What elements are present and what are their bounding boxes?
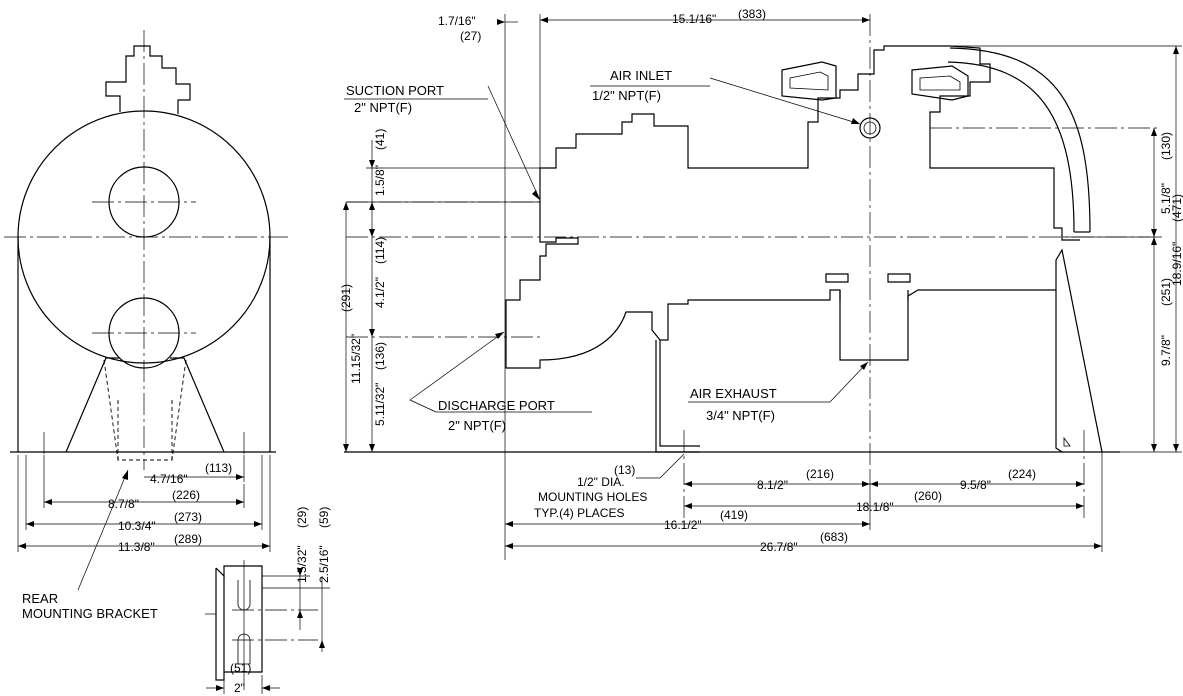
dim-114: (114) xyxy=(373,237,387,264)
dim-260: (260) xyxy=(914,489,942,503)
side-left-leg xyxy=(655,340,700,453)
dim-1-7-16: 1.7/16" xyxy=(438,14,476,28)
rear-hidden-bracket xyxy=(103,359,187,461)
rear-leg-inner-left xyxy=(65,357,120,453)
mounting-holes-diameter: 1/2" DIA. xyxy=(577,475,625,489)
rear-leg-inner-right xyxy=(170,357,225,453)
dim-8-7-8: 8.7/8" xyxy=(108,497,139,511)
dim-291: (291) xyxy=(339,284,353,312)
bracket-label-line1: REAR xyxy=(22,591,58,606)
dim-1-5-32: 1.5/32" xyxy=(295,545,309,583)
dim-29: (29) xyxy=(295,507,309,528)
air-exhaust-size: 3/4" NPT(F) xyxy=(706,408,775,423)
side-body-outline xyxy=(539,45,1080,241)
dim-4-7-16: 4.7/16" xyxy=(150,472,188,486)
dim-15-1-16: 15.1/16" xyxy=(672,12,716,26)
dim-273: (273) xyxy=(174,510,202,524)
dim-11-15-32: 11.15/32" xyxy=(349,334,363,384)
dim-2: 2" xyxy=(234,681,245,695)
dim-471: (471) xyxy=(1170,194,1183,222)
dim-113: (113) xyxy=(205,461,232,475)
dim-226: (226) xyxy=(172,488,200,502)
suction-port-size: 2" NPT(F) xyxy=(354,100,412,115)
side-left-fitting xyxy=(781,61,837,101)
dim-4-1-2: 4.1/2" xyxy=(373,277,387,308)
dim-251: (251) xyxy=(1159,278,1173,306)
air-inlet-title: AIR INLET xyxy=(610,68,672,83)
dim-5-11-32: 5.11/32" xyxy=(373,383,387,426)
discharge-port-title: DISCHARGE PORT xyxy=(438,398,555,413)
dim-383: (383) xyxy=(738,7,766,21)
mounting-holes-count: TYP.(4) PLACES xyxy=(534,506,624,520)
side-elbow-inner xyxy=(947,61,1075,233)
dim-224: (224) xyxy=(1008,467,1036,481)
mounting-bracket-detail: REAR MOUNTING BRACKET 1.5/32" (29) 2.5/1… xyxy=(22,507,331,695)
dim-683: (683) xyxy=(820,530,848,544)
air-exhaust-title: AIR EXHAUST xyxy=(690,386,777,401)
dim-9-5-8: 9.5/8" xyxy=(960,478,991,492)
dim-59: (59) xyxy=(317,507,331,528)
dim-10-3-4: 10.3/4" xyxy=(118,519,156,533)
dim-9-7-8: 9.7/8" xyxy=(1159,335,1173,366)
rear-view: 4.7/16" (113) 8.7/8" (226) 10.3/4" (273)… xyxy=(4,30,288,591)
dim-130: (130) xyxy=(1159,132,1173,160)
dim-5-1-8: 5.1/8" xyxy=(1159,183,1173,214)
suction-port-title: SUCTION PORT xyxy=(346,83,444,98)
bracket-label-line2: MOUNTING BRACKET xyxy=(22,606,158,621)
side-right-leg xyxy=(1055,290,1063,453)
mounting-holes-metric: (13) xyxy=(614,463,635,477)
dim-2-5-16: 2.5/16" xyxy=(317,545,331,583)
bracket-shape xyxy=(215,565,263,681)
dim-18-1-8: 18.1/8" xyxy=(856,500,894,514)
dim-27: (27) xyxy=(460,29,481,43)
side-lower-body xyxy=(505,232,1103,453)
mounting-holes-label: MOUNTING HOLES xyxy=(538,490,647,504)
discharge-port-size: 2" NPT(F) xyxy=(448,418,506,433)
dim-18-9-16: 18.9/16" xyxy=(1170,242,1183,286)
side-view: 1.7/16" (27) 15.1/16" (383) SUCTION PORT… xyxy=(339,7,1183,560)
dim-26-7-8: 26.7/8" xyxy=(760,540,798,554)
side-elbow-outer xyxy=(949,47,1091,233)
dim-419: (419) xyxy=(720,508,748,522)
dim-16-1-2: 16.1/2" xyxy=(664,518,702,532)
dim-1-5-8: 1.5/8" xyxy=(373,165,387,196)
side-right-fitting xyxy=(911,65,969,101)
bracket-slot-lower xyxy=(237,633,251,665)
dim-11-3-8: 11.3/8" xyxy=(118,540,155,554)
rear-top-fitting xyxy=(105,45,191,114)
dim-8-1-2: 8.1/2" xyxy=(757,478,788,492)
dim-136: (136) xyxy=(373,342,387,370)
dim-216: (216) xyxy=(806,467,834,481)
dim-51: (51) xyxy=(230,661,251,675)
dim-41: (41) xyxy=(373,129,387,150)
air-inlet-size: 1/2" NPT(F) xyxy=(592,88,661,103)
dim-289: (289) xyxy=(174,532,202,546)
